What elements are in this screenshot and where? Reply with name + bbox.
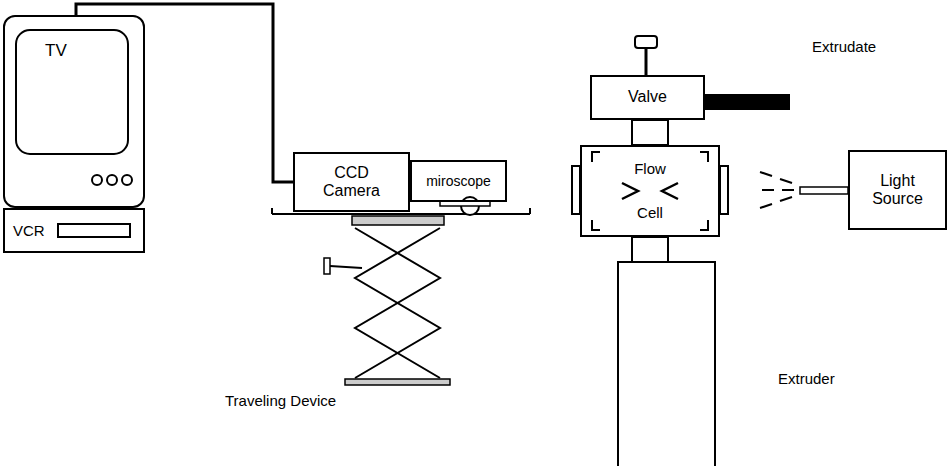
light-ray	[762, 189, 774, 191]
platform	[271, 208, 273, 214]
vcr-slot	[58, 224, 130, 237]
light-source-box: Light Source	[848, 150, 947, 230]
platform	[272, 213, 530, 215]
jack-top	[352, 216, 444, 225]
cell-bracket	[700, 152, 708, 162]
platform	[529, 208, 531, 214]
vcr-box: VCR	[3, 208, 145, 253]
box-text: Flow Cell	[628, 147, 672, 235]
cell-bracket	[592, 152, 600, 162]
box-text: VCR	[13, 222, 45, 239]
cell-window	[572, 166, 580, 214]
chevron	[622, 183, 638, 199]
cell-bracket	[592, 220, 600, 230]
pipe	[632, 120, 668, 145]
microscope-box: miroscope	[410, 160, 507, 202]
flow-cell: Flow Cell	[580, 145, 720, 237]
extruder-body	[618, 262, 715, 466]
part-label: Traveling Device	[225, 392, 336, 409]
tv-knob	[107, 175, 117, 185]
jack-crank	[330, 266, 362, 268]
valve-stem	[645, 48, 648, 75]
tv-monitor: TV	[3, 15, 145, 208]
jack-arm	[355, 228, 440, 378]
box-text: miroscope	[426, 173, 491, 189]
cell-window	[720, 166, 728, 214]
tv-knob	[92, 175, 102, 185]
light-ray	[760, 172, 772, 176]
tv-screen	[16, 30, 128, 154]
box-text: Light Source	[866, 172, 930, 209]
jack-crank	[324, 258, 330, 274]
light-ray	[780, 179, 792, 183]
light-ray	[782, 189, 794, 191]
camera-box: CCD Camera	[293, 152, 410, 212]
valve-box: Valve	[590, 75, 705, 120]
extrudate	[705, 94, 790, 110]
cable	[76, 4, 293, 182]
box-text: CCD Camera	[316, 164, 388, 201]
cell-bracket	[700, 220, 708, 230]
chevron	[662, 183, 678, 199]
light-ray	[760, 204, 772, 208]
tv-knob	[122, 175, 132, 185]
light-ray	[780, 197, 792, 201]
jack-base	[345, 379, 450, 385]
part-label: Extruder	[778, 370, 835, 387]
part-label: Extrudate	[812, 38, 876, 55]
box-text: Valve	[628, 88, 667, 106]
box-text: TV	[45, 41, 67, 61]
pipe	[632, 237, 668, 262]
light-rod	[800, 187, 848, 194]
jack-arm	[355, 228, 440, 378]
valve-knob	[635, 36, 657, 48]
